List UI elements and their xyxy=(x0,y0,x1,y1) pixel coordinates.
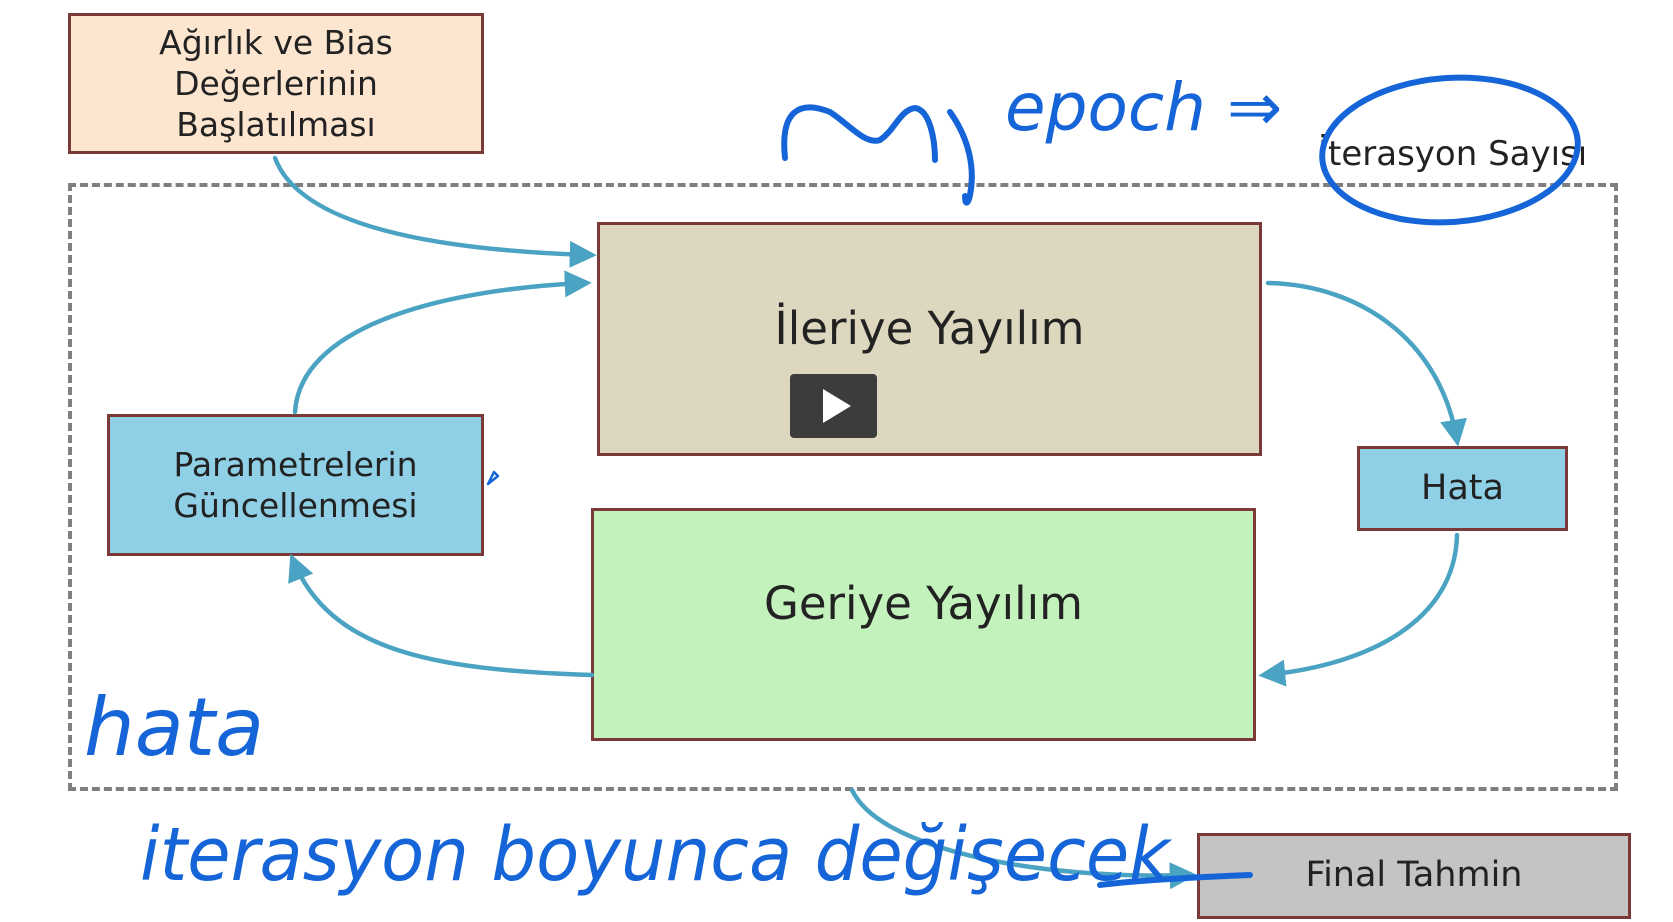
ink-squiggle xyxy=(781,104,975,206)
ink-epoch-text: epoch ⇒ xyxy=(1005,69,1282,146)
ink-tick xyxy=(486,470,500,486)
arrow-error-to-backward xyxy=(1258,532,1460,687)
ink-underline xyxy=(1097,872,1253,888)
init-box-line1: Ağırlık ve Bias xyxy=(159,22,393,62)
play-icon xyxy=(822,389,851,423)
arrow-backward-to-update xyxy=(288,553,595,678)
final-prediction-box: Final Tahmin xyxy=(1197,833,1631,919)
final-box-label: Final Tahmin xyxy=(1305,855,1523,896)
iteration-count-label: İterasyon Sayısı xyxy=(1318,134,1588,174)
ink-circle xyxy=(1319,74,1581,226)
backward-propagation-box: Geriye Yayılım xyxy=(591,508,1256,741)
ink-hata-text: hata xyxy=(84,681,264,774)
update-box-line1: Parametrelerin xyxy=(173,444,418,484)
error-box-label: Hata xyxy=(1421,467,1504,508)
update-box-line2: Güncellenmesi xyxy=(173,486,418,525)
init-weights-box: Ağırlık ve Bias Değerlerinin Başlatılmas… xyxy=(68,13,484,154)
backward-box-label: Geriye Yayılım xyxy=(763,577,1084,631)
forward-box-label: İleriye Yayılım xyxy=(774,301,1085,355)
arrow-update-to-forward xyxy=(292,270,592,415)
arrow-to-final xyxy=(849,787,1197,890)
ink-bottom-text: iterasyon boyunca değişecek xyxy=(140,812,1173,898)
error-box: Hata xyxy=(1357,446,1568,531)
arrow-init-to-forward xyxy=(272,155,597,268)
arrow-forward-to-error xyxy=(1265,280,1467,447)
init-box-line2: Değerlerinin Başlatılması xyxy=(174,63,378,145)
forward-propagation-box: İleriye Yayılım xyxy=(597,222,1262,456)
parameter-update-box: Parametrelerin Güncellenmesi xyxy=(107,414,484,556)
video-play-button[interactable] xyxy=(790,374,877,438)
iteration-region xyxy=(68,183,1618,791)
